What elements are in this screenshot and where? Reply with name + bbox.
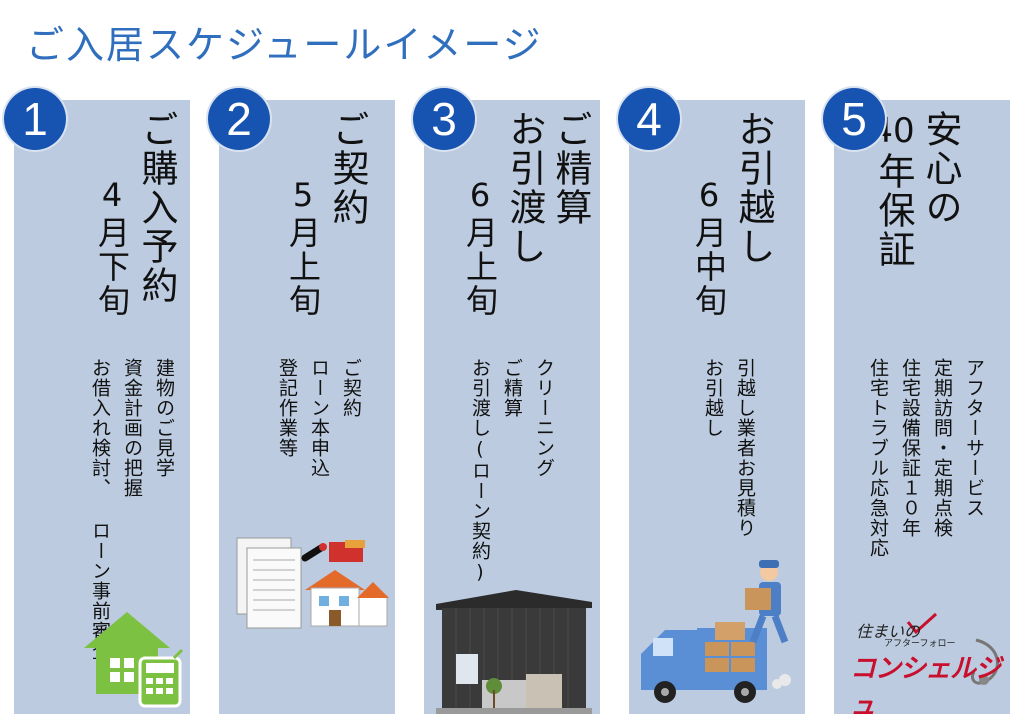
step-2-detail: 登記作業等 [276,358,298,458]
step-3-number-badge: 3 [413,88,475,150]
step-4-heading: お引越し [732,110,775,266]
step-2-number-badge: 2 [208,88,270,150]
step-2-detail: ローン本申込 [308,358,330,478]
modern-house-photo [436,590,592,714]
step-4-detail: 引越し業者お見積り [734,358,756,538]
step-1-date: 4月下旬 [93,176,131,318]
logo-main: コンシェルジュ [850,654,1001,714]
step-1-number-badge: 1 [4,88,66,150]
step-3-detail: ご精算 [501,358,523,418]
step-1-detail: 建物のご見学 [153,358,175,478]
step-1-detail: 資金計画の把握 [121,358,143,498]
step-3-column: ご精算 お引渡し 6月上旬 クリーニング ご精算 お引渡し(ローン契約) [424,100,600,714]
logo-line-2: アフターフォロー [884,639,956,649]
logo-line-1: 住まいの [856,622,921,641]
step-5-heading-tail: 年保証 [872,152,915,269]
step-3-detail: クリーニング [533,358,555,478]
step-2-heading: ご契約 [326,110,369,227]
house-calculator-icon [84,612,184,708]
step-4-details: 引越し業者お見積り お引越し [697,358,761,538]
step-5-number-badge: 5 [823,88,885,150]
step-4-detail: お引越し [702,358,724,438]
step-2-details: ご契約 ローン本申込 登記作業等 [271,358,367,478]
step-1-details: 建物のご見学 資金計画の把握 お借入れ検討、 ローン事前審査 [84,358,180,661]
step-4-date: 6月中旬 [690,176,728,318]
step-3-heading-1: ご精算 [549,110,592,227]
concierge-swoosh-icon [906,612,999,685]
step-5-column: 安心の 40 年保証 アフターサービス 定期訪問・定期点検 住宅設備保証１０年 … [834,100,1010,714]
step-4-number-badge: 4 [618,88,680,150]
step-1-heading: ご購入予約 [135,110,178,305]
step-2-date: 5月上旬 [284,176,322,318]
step-5-heading: 安心の [919,110,962,227]
contract-documents-house-icon [236,537,389,629]
step-5-detail: 定期訪問・定期点検 [931,358,953,538]
step-4-column: お引越し 6月中旬 引越し業者お見積り お引越し [629,100,805,714]
step-2-column: ご契約 5月上旬 ご契約 ローン本申込 登記作業等 [219,100,395,714]
step-1-detail: お借入れ検討、 ローン事前審査 [89,358,111,661]
page-title: ご入居スケジュールイメージ [26,23,543,67]
concierge-logo: 住まいの アフターフォロー コンシェルジュ [844,612,1004,714]
step-5-heading-2: 40 年保証 [870,110,916,269]
step-1-column: ご購入予約 4月下旬 建物のご見学 資金計画の把握 お借入れ検討、 ローン事前審… [14,100,190,714]
step-3-detail: お引渡し(ローン契約) [469,358,491,584]
step-2-detail: ご契約 [340,358,362,418]
step-5-detail: 住宅トラブル応急対応 [867,358,889,558]
step-5-detail: アフターサービス [963,358,985,518]
step-3-heading-2: お引渡し [503,110,546,266]
step-3-date: 6月上旬 [461,176,499,318]
step-5-detail: 住宅設備保証１０年 [899,358,921,538]
step-5-details: アフターサービス 定期訪問・定期点検 住宅設備保証１０年 住宅トラブル応急対応 [862,358,990,558]
step-3-details: クリーニング ご精算 お引渡し(ローン契約) [464,358,560,584]
moving-truck-worker-icon [641,560,791,703]
